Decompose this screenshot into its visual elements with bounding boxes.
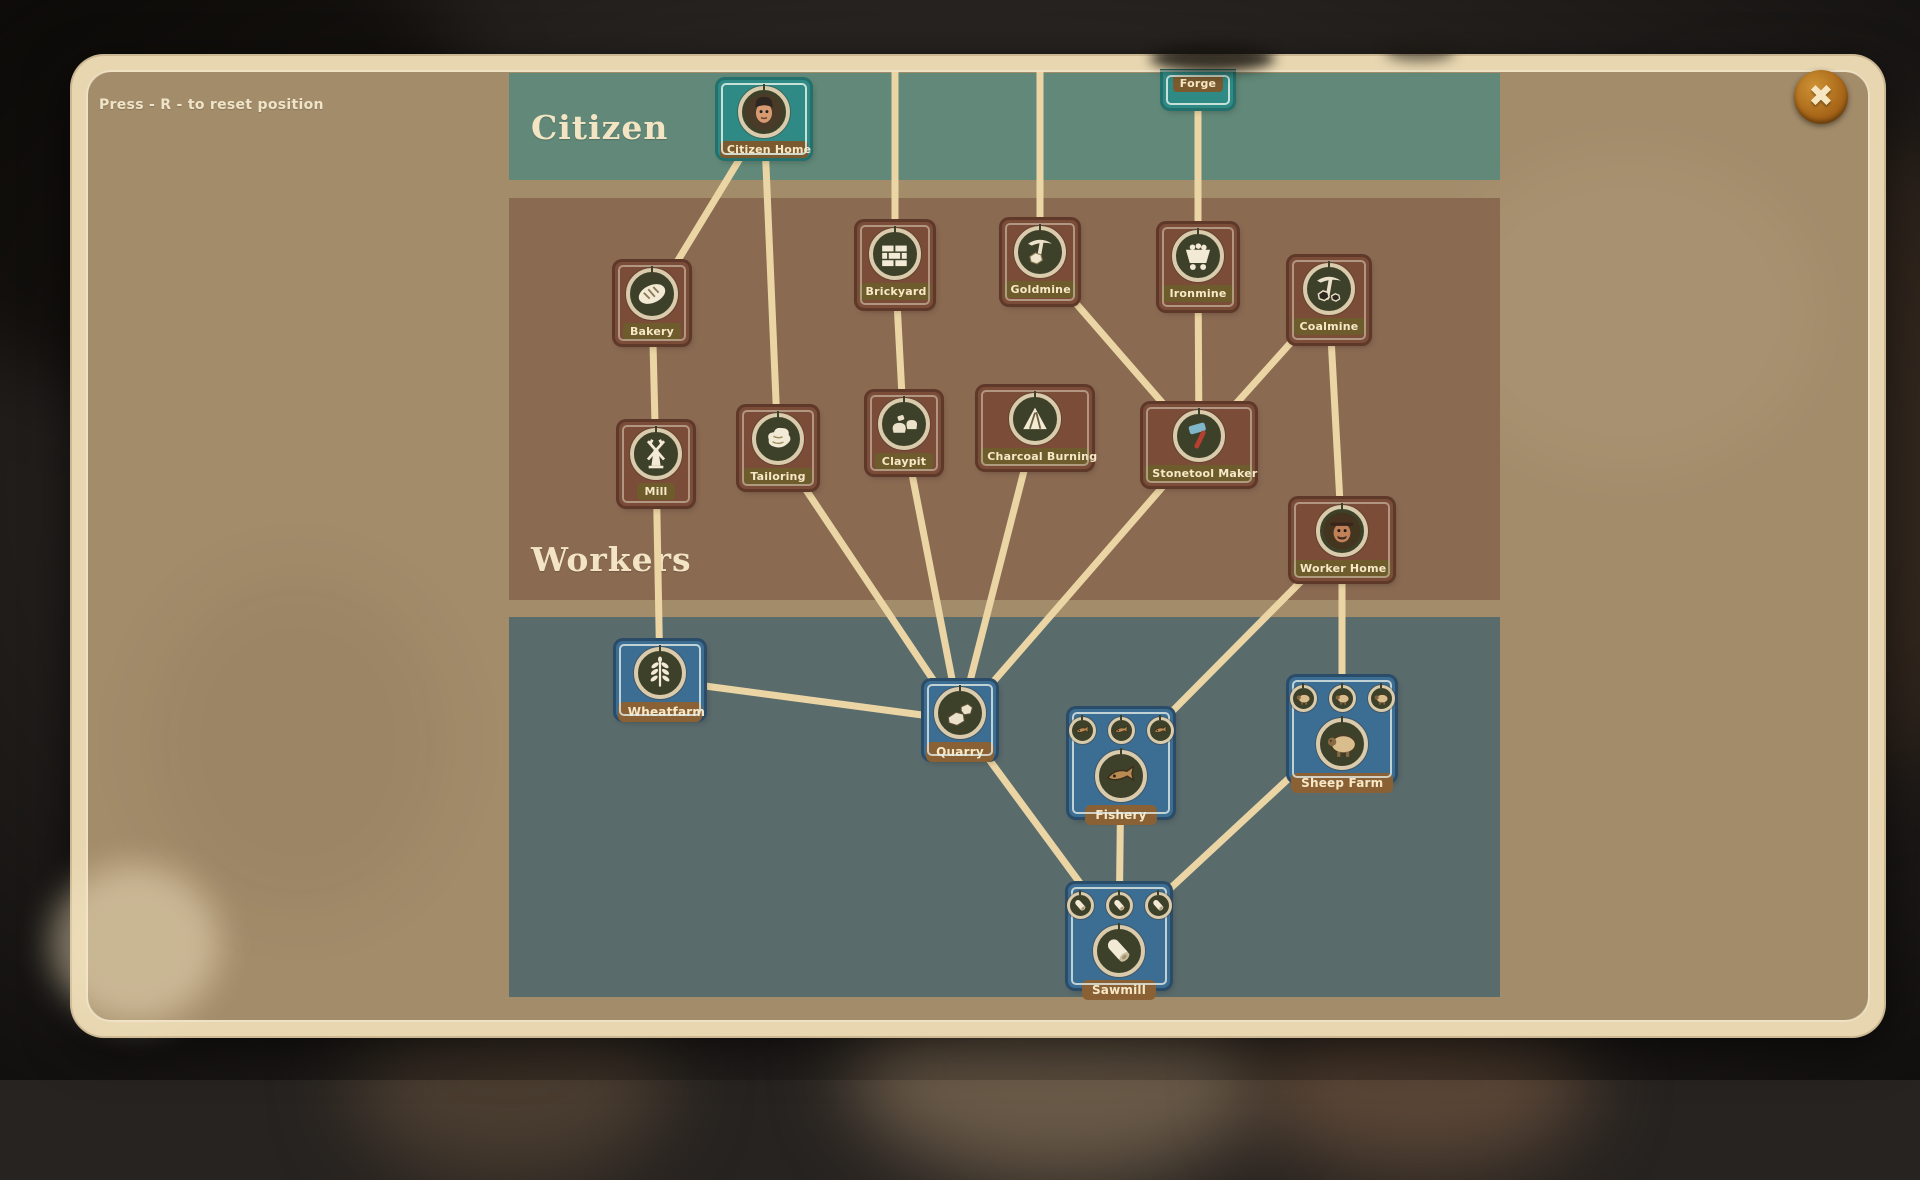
kiln-icon [1009,393,1061,445]
log-icon [1093,925,1145,977]
worker-portrait-icon [1316,505,1368,557]
fish-icon [1068,717,1096,744]
node-wheatfarm[interactable]: Wheatfarm [616,641,705,722]
node-label: Bakery [622,323,682,340]
parchment-mottle [148,572,448,912]
node-fishery[interactable]: Fishery [1068,709,1174,825]
hammer-icon [1173,410,1225,462]
node-label: Tailoring [743,468,813,485]
wheat-icon [634,647,686,699]
node-label: Coalmine [1292,318,1366,335]
tier-heading-workers: Workers [531,540,692,579]
node-sheep-farm[interactable]: Sheep Farm [1289,677,1395,793]
node-goldmine[interactable]: Goldmine [1002,220,1078,304]
node-label: Forge [1172,75,1224,92]
log-icon [1144,892,1172,919]
node-worker-home[interactable]: Worker Home [1291,499,1393,581]
sheep-icon [1316,718,1368,770]
node-label: Worker Home [1293,560,1391,577]
node-label: Quarry [926,742,994,762]
node-sawmill[interactable]: Sawmill [1066,884,1172,1000]
node-coalmine[interactable]: Coalmine [1289,257,1369,343]
output-icons-row [1289,685,1395,712]
fish-icon [1095,750,1147,802]
node-claypit[interactable]: Claypit [867,392,941,474]
sheep-icon [1328,685,1356,712]
citizen-portrait-icon [738,86,790,138]
node-label: Citizen Home [719,141,811,158]
fish-icon [1146,717,1174,744]
pickaxe-gold-icon [1014,226,1066,278]
wool-icon [752,413,804,465]
node-forge[interactable]: Forge [1163,72,1233,108]
build-tree-screen: Press - R - to reset position Citizen Wo… [0,0,1920,1080]
tier-heading-citizen: Citizen [531,108,669,147]
close-button[interactable]: ✖ [1794,70,1848,124]
node-stonetool-maker[interactable]: Stonetool Maker [1143,404,1257,486]
fish-icon [1107,717,1135,744]
bread-icon [626,268,678,320]
node-label: Brickyard [858,283,932,300]
log-icon [1105,892,1133,919]
node-label: Charcoal Burning [980,448,1097,465]
node-quarry[interactable]: Quarry [924,681,996,762]
node-label: Mill [637,483,675,500]
node-label: Wheatfarm [617,702,705,722]
node-label: Claypit [874,453,934,470]
close-x-icon: ✖ [1808,79,1834,114]
node-label: Ironmine [1162,285,1234,302]
clay-icon [878,398,930,450]
node-charcoal-burning[interactable]: Charcoal Burning [978,387,1097,469]
sheep-icon [1367,685,1395,712]
log-icon [1066,892,1094,919]
node-label: Fishery [1085,805,1157,825]
reset-position-hint: Press - R - to reset position [99,97,324,113]
pickaxe-coal-icon [1303,263,1355,315]
node-label: Stonetool Maker [1145,465,1257,482]
minecart-icon [1172,230,1224,282]
node-bakery[interactable]: Bakery [615,262,689,344]
node-label: Sheep Farm [1291,773,1393,793]
node-tailoring[interactable]: Tailoring [739,407,817,489]
node-label: Goldmine [1003,281,1077,298]
windmill-icon [630,428,682,480]
node-ironmine[interactable]: Ironmine [1159,224,1237,310]
node-label: Sawmill [1081,980,1157,1000]
stone-blocks-icon [934,687,986,739]
node-brickyard[interactable]: Brickyard [857,222,933,308]
sheep-icon [1289,685,1317,712]
node-mill[interactable]: Mill [619,422,693,506]
output-icons-row [1068,717,1174,744]
brick-wall-icon [869,228,921,280]
node-citizen-home[interactable]: Citizen Home [718,80,811,158]
output-icons-row [1066,892,1172,919]
